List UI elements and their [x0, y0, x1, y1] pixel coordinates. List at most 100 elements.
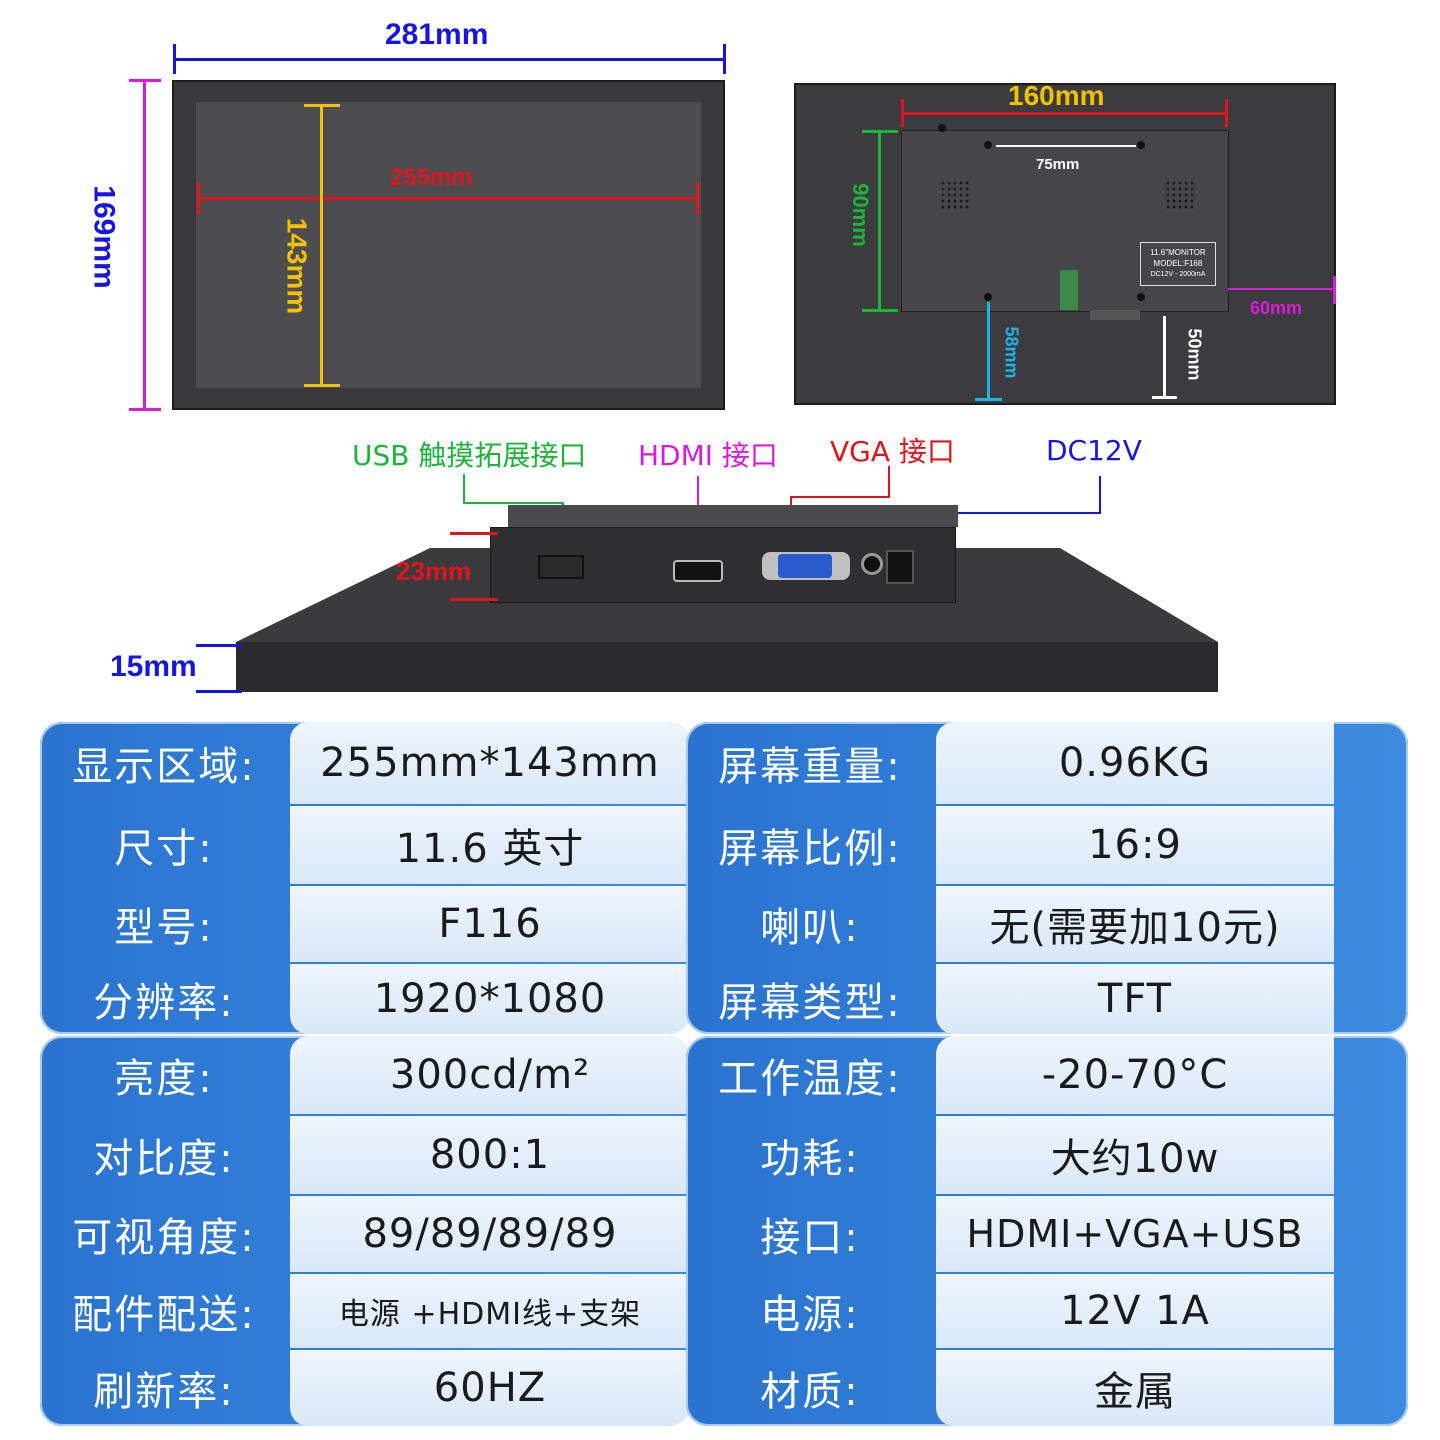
vesa-line	[996, 145, 1136, 147]
spec-value: HDMI+VGA+USB	[936, 1196, 1334, 1272]
spec-row: 喇叭: 无(需要加10元)	[686, 886, 1408, 962]
spec-value: 12V 1A	[936, 1274, 1334, 1348]
spec-panel-top-right: 屏幕重量: 0.96KG 屏幕比例: 16:9 喇叭: 无(需要加10元) 屏幕…	[686, 722, 1408, 1034]
spec-label: 屏幕类型:	[718, 980, 902, 1026]
right-bottom-line	[1163, 316, 1166, 398]
spec-label: 亮度:	[114, 1056, 214, 1102]
pcb-connector	[1060, 270, 1078, 310]
spec-label: 材质:	[760, 1369, 860, 1415]
bracket-width-label: 160mm	[1008, 80, 1105, 111]
usb-leader	[463, 474, 465, 504]
spec-value: 0.96KG	[936, 722, 1334, 804]
spec-value: -20-70°C	[936, 1036, 1334, 1114]
spec-value: 16:9	[936, 806, 1334, 884]
spec-row: 屏幕比例: 16:9	[686, 806, 1408, 884]
spec-row: 材质: 金属	[686, 1350, 1408, 1426]
spec-row: 工作温度: -20-70°C	[686, 1036, 1408, 1114]
front-height-label: 169mm	[87, 185, 121, 289]
display-height-label: 143mm	[281, 217, 313, 315]
dc-leader	[897, 512, 1101, 514]
front-height-tick-top	[129, 79, 161, 82]
spec-value: 电源 +HDMI线+支架	[290, 1274, 690, 1348]
screw-hole	[1137, 141, 1145, 149]
spec-label: 型号:	[114, 905, 214, 951]
spec-value: 255mm*143mm	[290, 722, 690, 804]
spec-value: TFT	[936, 964, 1334, 1034]
right-offset-line	[1228, 288, 1334, 290]
audio-jack-icon	[861, 553, 883, 575]
display-height-tick-bottom	[304, 384, 340, 387]
vga-port-core	[778, 554, 832, 578]
front-screen	[196, 102, 701, 388]
front-width-tick-right	[723, 44, 726, 74]
model-label-line2: MODEL:F168	[1153, 259, 1203, 268]
spec-panel-bottom-right: 工作温度: -20-70°C 功耗: 大约10w 接口: HDMI+VGA+US…	[686, 1036, 1408, 1426]
spec-row: 亮度: 300cd/m²	[40, 1036, 690, 1114]
display-height-tick-top	[304, 104, 340, 107]
spec-value: 60HZ	[290, 1350, 690, 1426]
usb-port-label: USB 触摸拓展接口	[352, 439, 587, 472]
thickness-tick-top	[196, 644, 242, 647]
screw-hole	[1137, 293, 1145, 301]
model-label: 11.6"MONITOR MODEL:F168 DC12V - 2000mA	[1140, 242, 1216, 286]
spec-label: 可视角度:	[72, 1215, 256, 1261]
bracket-height-tick-bottom	[862, 309, 898, 312]
display-height-line	[320, 105, 323, 387]
spec-panel-bottom-left: 亮度: 300cd/m² 对比度: 800:1 可视角度: 89/89/89/8…	[40, 1036, 690, 1426]
spec-panel-top-left: 显示区域: 255mm*143mm 尺寸: 11.6 英寸 型号: F116 分…	[40, 722, 690, 1034]
spec-label: 喇叭:	[760, 905, 860, 951]
usb-port-icon	[538, 555, 584, 579]
right-offset-label: 60mm	[1250, 298, 1303, 318]
dc-leader	[1099, 476, 1101, 514]
speaker-grill	[1165, 180, 1195, 210]
vga-leader	[790, 496, 890, 498]
display-width-line	[198, 197, 698, 200]
spec-value: 11.6 英寸	[290, 806, 690, 884]
panel-front-edge	[236, 642, 1218, 692]
spec-row: 屏幕类型: TFT	[686, 964, 1408, 1034]
spec-row: 刷新率: 60HZ	[40, 1350, 690, 1426]
spec-value: F116	[290, 886, 690, 962]
front-height-line	[143, 80, 146, 410]
port-height-label: 23mm	[396, 556, 472, 586]
bracket-width-line	[902, 112, 1226, 115]
spec-label: 工作温度:	[718, 1056, 902, 1102]
left-bottom-tick	[975, 398, 1002, 401]
spec-row: 对比度: 800:1	[40, 1116, 690, 1194]
speaker-grill	[940, 180, 970, 210]
spec-label: 屏幕比例:	[718, 826, 902, 872]
spec-label: 电源:	[760, 1292, 860, 1338]
bracket-height-tick-top	[862, 130, 898, 133]
hdmi-port-label: HDMI 接口	[638, 439, 778, 472]
spec-value: 89/89/89/89	[290, 1196, 690, 1272]
bracket-height-line	[878, 131, 881, 311]
front-height-tick-bottom	[129, 408, 161, 411]
left-bottom-label: 58mm	[1001, 326, 1022, 379]
spec-row: 可视角度: 89/89/89/89	[40, 1196, 690, 1272]
port-height-tick-top	[450, 532, 498, 535]
spec-label: 分辨率:	[93, 980, 235, 1026]
thickness-tick-bottom	[196, 690, 242, 693]
right-offset-tick	[1333, 276, 1336, 304]
spec-value: 1920*1080	[290, 964, 690, 1034]
display-width-tick-left	[197, 182, 200, 214]
left-bottom-line	[987, 302, 990, 400]
thickness-label: 15mm	[110, 650, 197, 683]
spec-label: 显示区域:	[72, 744, 256, 790]
spec-label: 对比度:	[93, 1136, 235, 1182]
right-bottom-tick	[1152, 396, 1177, 399]
screw-hole	[984, 141, 992, 149]
spec-label: 接口:	[760, 1215, 860, 1261]
right-bottom-label: 50mm	[1184, 328, 1205, 381]
front-width-line	[175, 58, 725, 61]
spec-label: 尺寸:	[114, 826, 214, 872]
dc-port-label: DC12V	[1046, 434, 1142, 467]
hdmi-port-icon	[673, 560, 723, 582]
spec-value: 800:1	[290, 1116, 690, 1194]
spec-row: 功耗: 大约10w	[686, 1116, 1408, 1194]
spec-label: 功耗:	[760, 1136, 860, 1182]
spec-value: 无(需要加10元)	[936, 886, 1334, 962]
bracket-height-label: 90mm	[847, 183, 873, 247]
usb-leader	[463, 502, 563, 504]
front-width-tick-left	[173, 44, 176, 74]
